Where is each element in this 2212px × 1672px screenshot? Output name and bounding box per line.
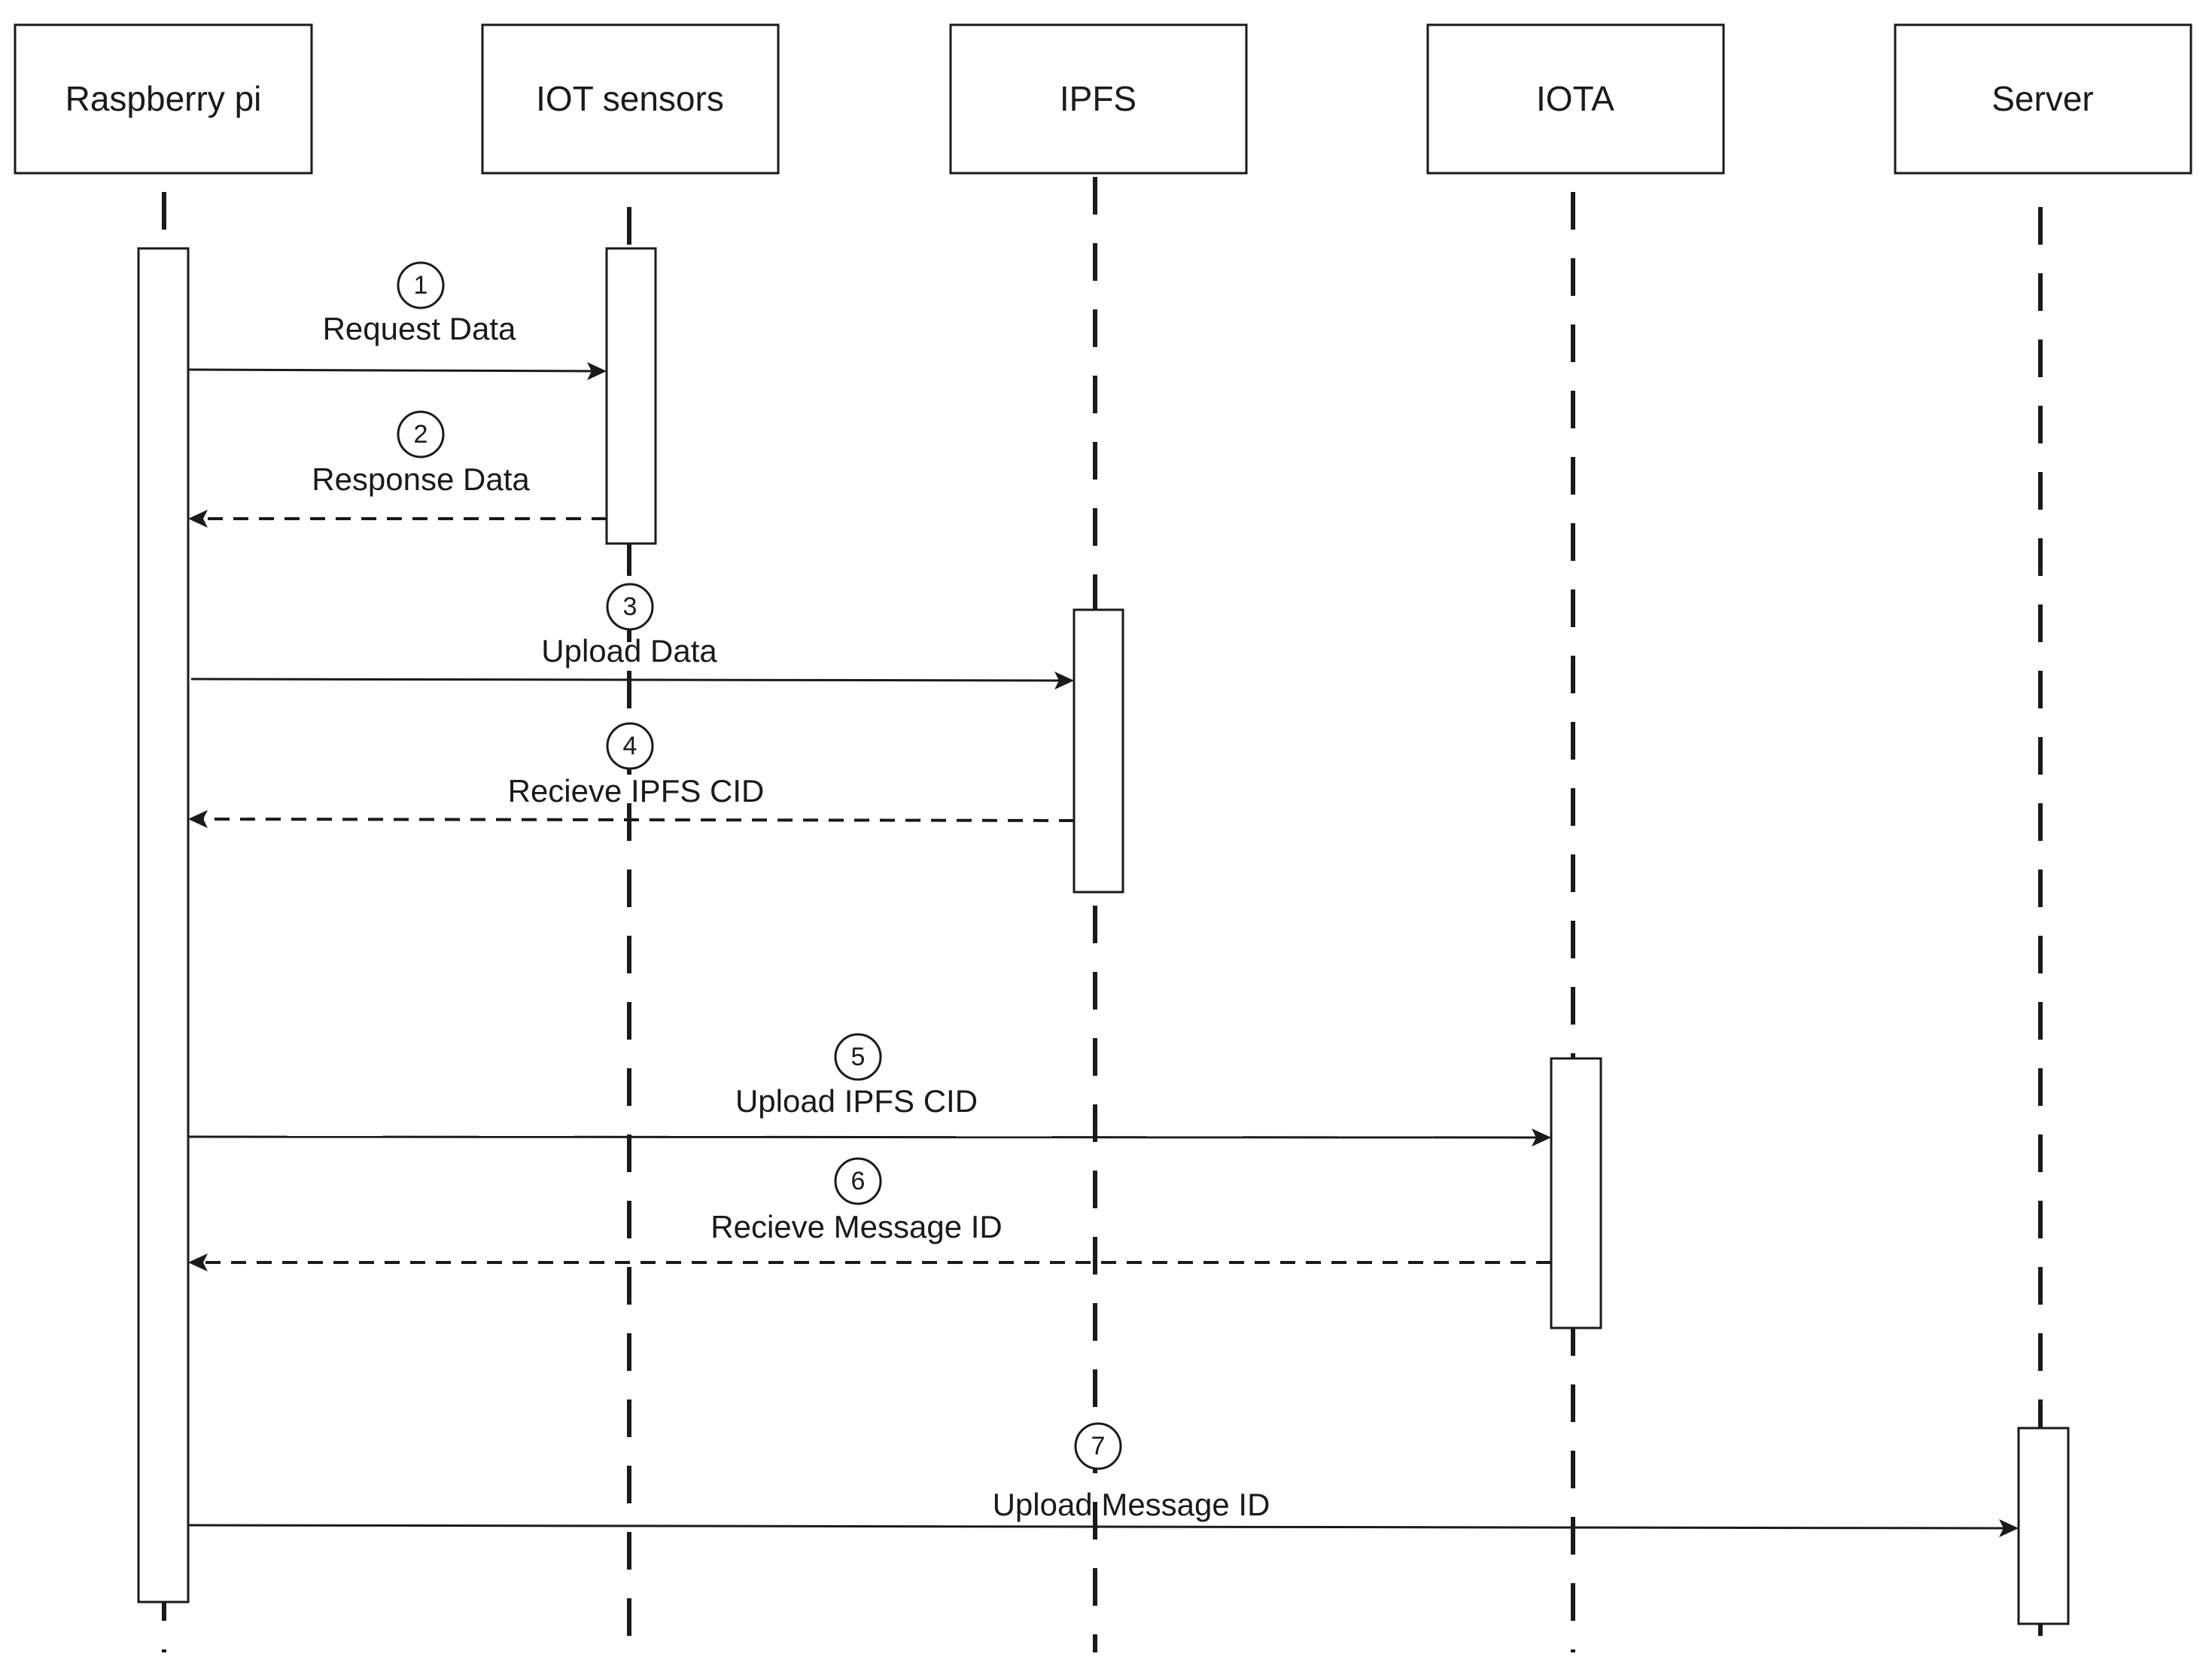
participant-label: IOT sensors: [536, 79, 724, 118]
participant-box: [14, 23, 313, 175]
participant-box: [1426, 23, 1725, 175]
arrowhead-left-icon: [188, 1253, 208, 1272]
step-number: 5: [851, 1043, 866, 1071]
participant-label: IOTA: [1536, 79, 1614, 118]
message-6: 6 Recieve Message ID: [188, 1157, 1551, 1272]
step-number: 3: [623, 592, 637, 621]
arrowhead-left-icon: [188, 510, 208, 528]
message-arrow-line: [199, 818, 1075, 822]
message-5: 5 Upload IPFS CID: [187, 1033, 1551, 1147]
arrowhead-left-icon: [188, 810, 208, 828]
message-3: 3 Upload Data: [190, 583, 1074, 690]
arrowhead-right-icon: [1999, 1519, 2019, 1537]
step-number-badge: [834, 1033, 882, 1081]
message-label: Upload Message ID: [993, 1487, 1270, 1522]
activation-bar-server: [2017, 1427, 2070, 1625]
step-number: 2: [414, 420, 428, 449]
activation-bar-iot-sensors: [605, 247, 657, 545]
message-label: Request Data: [323, 311, 516, 346]
message-arrow-line: [187, 1524, 2007, 1530]
step-number-badge: [1074, 1422, 1122, 1470]
message-7: 7 Upload Message ID: [187, 1422, 2019, 1537]
message-label: Upload Data: [541, 633, 717, 668]
activation-bar-ipfs: [1073, 608, 1124, 894]
participant-iota: IOTA: [1426, 23, 1725, 175]
step-number: 6: [851, 1167, 866, 1195]
activation-bar-iota: [1550, 1057, 1602, 1329]
participant-box: [1894, 23, 2192, 175]
message-4: 4 Recieve IPFS CID: [188, 722, 1075, 828]
message-label: Response Data: [312, 461, 530, 497]
participant-label: Server: [1991, 79, 2093, 118]
participant-box: [481, 23, 780, 175]
step-number: 4: [623, 732, 637, 760]
participant-iot-sensors: IOT sensors: [481, 23, 780, 175]
message-arrow-line: [187, 368, 595, 373]
message-label: Upload IPFS CID: [735, 1083, 978, 1119]
step-number: 7: [1091, 1432, 1106, 1460]
message-label: Recieve IPFS CID: [508, 773, 765, 809]
message-arrow-line: [187, 1135, 1540, 1139]
arrowhead-right-icon: [1054, 672, 1074, 690]
activation-bar-raspberry-pi: [137, 247, 190, 1603]
message-1: 1 Request Data: [187, 261, 607, 380]
participant-box: [949, 23, 1248, 175]
step-number: 1: [414, 271, 428, 300]
step-number-badge: [606, 722, 654, 770]
participant-server: Server: [1894, 23, 2192, 175]
arrowhead-right-icon: [587, 362, 607, 380]
arrowhead-right-icon: [1532, 1128, 1551, 1147]
participant-label: Raspberry pi: [65, 79, 262, 118]
message-arrow-line: [190, 678, 1063, 682]
participant-label: IPFS: [1060, 79, 1136, 118]
step-number-badge: [606, 583, 654, 631]
message-2: 2 Response Data: [188, 410, 607, 528]
message-label: Recieve Message ID: [710, 1209, 1003, 1244]
step-number-badge: [397, 261, 445, 309]
step-number-badge: [834, 1157, 882, 1205]
participant-ipfs: IPFS: [949, 23, 1248, 175]
participant-raspberry-pi: Raspberry pi: [14, 23, 313, 175]
step-number-badge: [397, 410, 445, 458]
